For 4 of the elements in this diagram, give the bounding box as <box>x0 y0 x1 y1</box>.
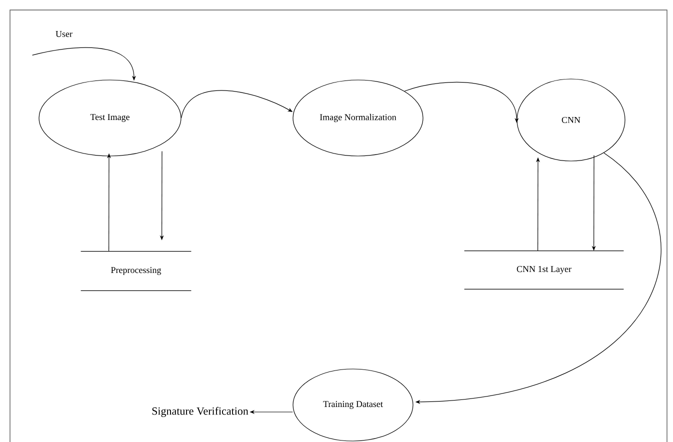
text-label: Signature Verification <box>152 406 248 418</box>
data-store: Preprocessing <box>80 251 192 291</box>
data-store: CNN 1st Layer <box>464 250 624 290</box>
text-label: User <box>56 31 72 37</box>
